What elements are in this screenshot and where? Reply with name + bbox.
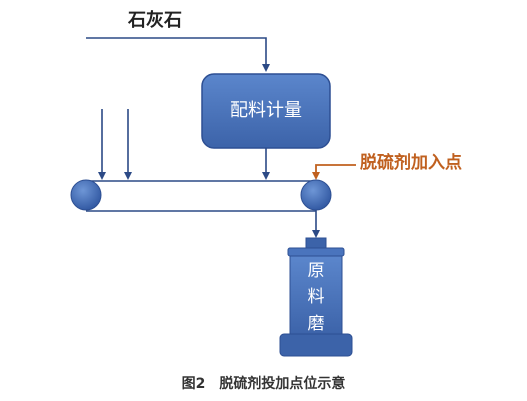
- raw-mill-vessel: [279, 237, 353, 357]
- dosing-point-label: 脱硫剂加入点: [360, 153, 462, 173]
- dosing-point-arrow: [312, 164, 356, 180]
- limestone-feed-arrow: [86, 37, 270, 72]
- raw-mill-label-char-2: 料: [307, 287, 325, 308]
- belt-roller-right: [300, 179, 332, 211]
- raw-mill-label-char-1: 原: [307, 261, 325, 281]
- figure-number: 图2: [181, 376, 206, 392]
- raw-mill-label: 原 料 磨: [286, 258, 346, 337]
- figure-title: 脱硫剂投加点位示意: [219, 376, 346, 392]
- raw-mill-label-char-3: 磨: [307, 313, 325, 334]
- batching-meter-label: 配料计量: [230, 100, 302, 121]
- figure-caption: 图2 脱硫剂投加点位示意: [0, 377, 527, 391]
- limestone-label: 石灰石: [128, 10, 182, 31]
- belt-roller-left: [70, 179, 102, 211]
